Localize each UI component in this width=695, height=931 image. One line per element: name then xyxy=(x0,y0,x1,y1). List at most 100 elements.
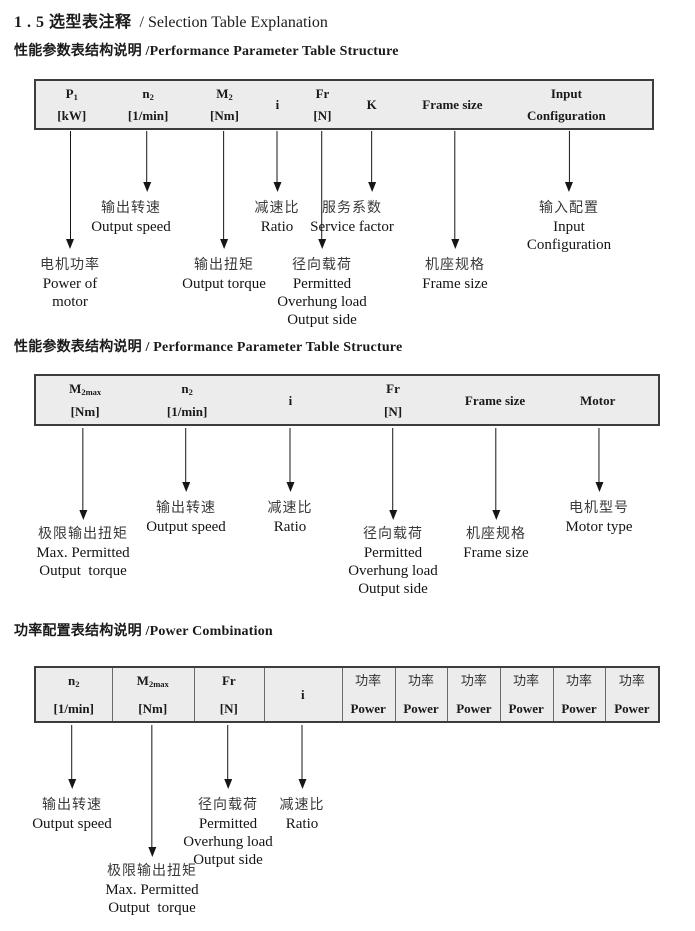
arrow-head-icon xyxy=(367,182,376,192)
col-header-power-3: 功率 Power xyxy=(456,673,492,716)
col-header-power-5: 功率 Power xyxy=(561,673,597,716)
annotation-label: 径向载荷 Permitted Overhung load Output side xyxy=(277,258,367,328)
annotation-motor-type: 电机型号 Motor type xyxy=(565,428,633,536)
col-header-power-2: 功率 Power xyxy=(403,673,439,716)
annotation-label: 径向载荷 Permitted Overhung load Output side xyxy=(183,798,273,868)
annotation-output-torque: 输出扭矩 Output torque xyxy=(182,131,266,293)
col-header-i: i xyxy=(301,687,305,702)
col-header-i: i xyxy=(288,392,293,408)
col-header-m2max: M2max [Nm] xyxy=(69,381,102,419)
arrow-line xyxy=(392,428,394,511)
annotation-output-speed: 输出转速 Output speed xyxy=(32,725,112,833)
column-divider xyxy=(342,668,344,721)
arrow-head-icon xyxy=(220,239,228,249)
arrow-line xyxy=(71,725,73,780)
annotation-label: 电机功率 Power of motor xyxy=(40,258,100,310)
annotation-max-output-torque: 极限输出扭矩 Max. Permitted Output torque xyxy=(105,725,199,917)
section2-heading: 性能参数表结构说明 / Performance Parameter Table … xyxy=(14,340,403,355)
arrow-line xyxy=(69,131,71,240)
section1-heading: 性能参数表结构说明 /Performance Parameter Table S… xyxy=(14,44,399,59)
annotation-overhung-load: 径向载荷 Permitted Overhung load Output side xyxy=(277,131,367,329)
annotation-label: 减速比 Ratio xyxy=(267,501,313,535)
annotation-label: 输出转速 Output speed xyxy=(146,501,226,535)
annotation-label: 极限输出扭矩 Max. Permitted Output torque xyxy=(105,864,199,916)
arrow-head-icon xyxy=(298,779,306,789)
annotation-ratio: 减速比 Ratio xyxy=(268,428,313,536)
annotation-frame-size: 机座规格 Frame size xyxy=(463,428,529,562)
arrow-line xyxy=(276,131,278,183)
col-header-fr: Fr [N] xyxy=(219,673,238,716)
annotation-label: 输出转速 Output speed xyxy=(32,798,112,832)
arrow-head-icon xyxy=(273,182,281,192)
arrow-line xyxy=(321,131,323,240)
annotation-label: 电机型号 Motor type xyxy=(565,501,633,535)
column-divider xyxy=(500,668,501,721)
arrow-line xyxy=(151,725,153,848)
annotation-overhung-load: 径向载荷 Permitted Overhung load Output side xyxy=(348,428,438,598)
col-header-input-configuration: Input Configuration xyxy=(527,86,606,123)
col-header-power-6: 功率 Power xyxy=(614,673,650,716)
section2-table: M2max [Nm] n2 [1/min] i Fr [N] Frame siz… xyxy=(34,374,660,426)
col-header-n2: n2 [1/min] xyxy=(53,673,94,716)
col-header-m2: M2 [Nm] xyxy=(210,86,239,123)
column-divider xyxy=(552,668,554,721)
arrow-line xyxy=(598,428,600,483)
arrow-line xyxy=(289,428,291,483)
arrow-head-icon xyxy=(594,482,603,492)
column-divider xyxy=(111,668,113,721)
annotation-label: 输出转速 Output speed xyxy=(91,201,171,235)
arrow-head-icon xyxy=(450,239,459,249)
col-header-i: i xyxy=(275,97,280,112)
column-divider xyxy=(447,668,449,721)
column-divider xyxy=(394,668,396,721)
annotation-label: 机座规格 Frame size xyxy=(422,258,488,292)
arrow-line xyxy=(223,131,225,240)
arrow-head-icon xyxy=(318,239,326,249)
annotation-overhung-load: 径向载荷 Permitted Overhung load Output side xyxy=(183,725,273,869)
arrow-line xyxy=(495,428,497,511)
col-header-power-1: 功率 Power xyxy=(350,673,386,716)
arrow-line xyxy=(185,428,187,483)
annotation-label: 减速比 Ratio xyxy=(254,201,300,235)
col-header-motor: Motor xyxy=(579,392,616,408)
annotation-max-output-torque: 极限输出扭矩 Max. Permitted Output torque xyxy=(36,428,130,580)
arrow-head-icon xyxy=(78,510,87,520)
annotation-label: 机座规格 Frame size xyxy=(463,527,529,561)
arrow-line xyxy=(371,131,373,183)
column-divider xyxy=(605,668,607,721)
col-header-frame-size: Frame size xyxy=(464,392,526,408)
annotation-label: 极限输出扭矩 Max. Permitted Output torque xyxy=(36,527,130,579)
annotation-label: 减速比 Ratio xyxy=(279,798,325,832)
arrow-line xyxy=(568,131,570,183)
arrow-line xyxy=(227,725,229,780)
page-title-zh: 1 . 5 选型表注释 xyxy=(14,14,132,31)
annotation-power-of-motor: 电机功率 Power of motor xyxy=(40,131,100,311)
col-header-fr: Fr [N] xyxy=(383,381,403,419)
annotation-ratio: 减速比 Ratio xyxy=(255,131,300,236)
annotation-output-speed: 输出转速 Output speed xyxy=(91,131,187,236)
annotation-service-factor: 服务系数 Service factor xyxy=(310,131,414,236)
arrow-head-icon xyxy=(147,847,156,857)
col-header-m2max: M2max [Nm] xyxy=(136,673,169,716)
col-header-n2: n2 [1/min] xyxy=(127,86,169,123)
arrow-head-icon xyxy=(224,779,232,789)
arrow-line xyxy=(146,131,148,183)
section3-table: n2 [1/min] M2max [Nm] Fr [N] i 功率 Power … xyxy=(34,666,660,723)
section3-heading: 功率配置表结构说明 /Power Combination xyxy=(14,624,273,639)
column-divider xyxy=(263,668,265,721)
arrow-head-icon xyxy=(491,510,500,520)
arrow-head-icon xyxy=(66,239,74,249)
arrow-head-icon xyxy=(286,482,294,492)
col-header-p1: P1 [kW] xyxy=(57,86,87,123)
arrow-line xyxy=(454,131,456,240)
col-header-k: K xyxy=(366,97,377,112)
arrow-line xyxy=(82,428,84,511)
arrow-line xyxy=(301,725,303,780)
arrow-head-icon xyxy=(142,182,151,192)
annotation-frame-size: 机座规格 Frame size xyxy=(422,131,488,293)
arrow-head-icon xyxy=(565,182,573,192)
annotation-label: 输入配置 Input Configuration xyxy=(526,201,612,253)
page-title: 1 . 5 选型表注释 / Selection Table Explanatio… xyxy=(14,8,328,32)
annotation-output-speed: 输出转速 Output speed xyxy=(146,428,226,536)
arrow-head-icon xyxy=(181,482,190,492)
